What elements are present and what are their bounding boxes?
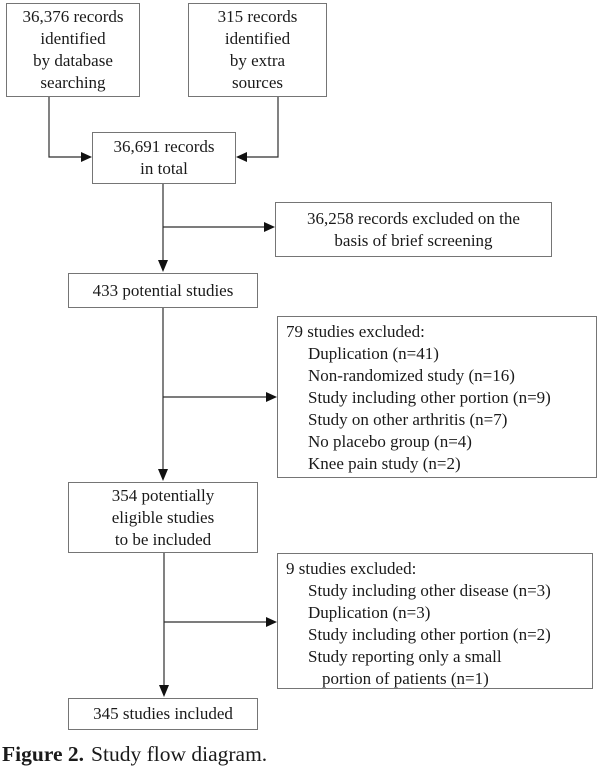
figure-caption-label: Figure 2. <box>2 742 85 766</box>
excluded-79-item: Non-randomized study (n=16) <box>308 366 515 385</box>
box-extra-records: 315 records identified by extra sources <box>188 3 327 97</box>
arrowhead-branch-79-excluded <box>266 392 277 402</box>
box-9-studies-excluded: 9 studies excluded: Study including othe… <box>277 553 593 689</box>
box-potential-studies: 433 potential studies <box>68 273 258 308</box>
excluded-9-item: Duplication (n=3) <box>308 603 431 622</box>
box-extra-records-line: by extra <box>229 51 286 70</box>
excluded-9-item: Study reporting only a small <box>308 647 502 666</box>
excluded-79-item: Duplication (n=41) <box>308 344 439 363</box>
arrowhead-eligible-to-included <box>159 685 169 697</box>
excluded-9-item: Study including other portion (n=2) <box>308 625 551 644</box>
excluded-9-item: portion of patients (n=1) <box>322 669 489 688</box>
excluded-9-item: Study including other disease (n=3) <box>308 581 551 600</box>
box-total-records-line: in total <box>140 159 188 178</box>
box-database-records-line: searching <box>40 73 106 92</box>
arrowhead-database-to-total <box>81 152 92 162</box>
box-eligible-studies: 354 potentially eligible studies to be i… <box>68 482 258 553</box>
box-79-studies-excluded: 79 studies excluded: Duplication (n=41) … <box>277 316 597 478</box>
excluded-79-header: 79 studies excluded: <box>286 322 425 341</box>
box-extra-records-line: 315 records <box>217 7 298 26</box>
arrowhead-extra-to-total <box>236 152 247 162</box>
box-eligible-studies-line: to be included <box>114 529 212 549</box>
box-eligible-studies-line: 354 potentially <box>111 485 215 505</box>
box-database-records-line: identified <box>40 29 106 48</box>
box-brief-screening-line: basis of brief screening <box>334 230 493 250</box>
excluded-79-item: No placebo group (n=4) <box>308 432 472 451</box>
box-database-records-line: by database <box>33 51 113 70</box>
box-database-records: 36,376 records identified by database se… <box>6 3 140 97</box>
box-database-records-line: 36,376 records <box>22 7 124 26</box>
box-extra-records-line: identified <box>224 29 291 48</box>
figure-caption: Figure 2.Study flow diagram. <box>2 741 267 767</box>
arrowhead-potential-to-eligible <box>158 469 168 481</box>
excluded-79-item: Study including other portion (n=9) <box>308 388 551 407</box>
arrowhead-branch-brief-screening <box>264 222 275 232</box>
arrow-database-to-total <box>48 97 81 158</box>
box-potential-studies-line: 433 potential studies <box>92 280 234 300</box>
arrow-extra-to-total <box>247 97 279 158</box>
excluded-9-header: 9 studies excluded: <box>286 559 417 578</box>
arrowhead-total-to-potential <box>158 260 168 272</box>
arrowhead-branch-9-excluded <box>266 617 277 627</box>
box-total-records-line: 36,691 records <box>113 137 215 156</box>
box-eligible-studies-line: eligible studies <box>111 507 215 527</box>
box-brief-screening-line: 36,258 records excluded on the <box>307 208 520 228</box>
box-brief-screening-excluded: 36,258 records excluded on the basis of … <box>275 202 552 257</box>
box-extra-records-line: sources <box>232 73 283 92</box>
box-total-records: 36,691 records in total <box>92 132 236 184</box>
box-included-studies: 345 studies included <box>68 698 258 730</box>
excluded-79-item: Study on other arthritis (n=7) <box>308 410 508 429</box>
excluded-79-item: Knee pain study (n=2) <box>308 454 461 473</box>
box-included-studies-line: 345 studies included <box>93 704 233 723</box>
figure-caption-text: Study flow diagram. <box>91 742 268 766</box>
